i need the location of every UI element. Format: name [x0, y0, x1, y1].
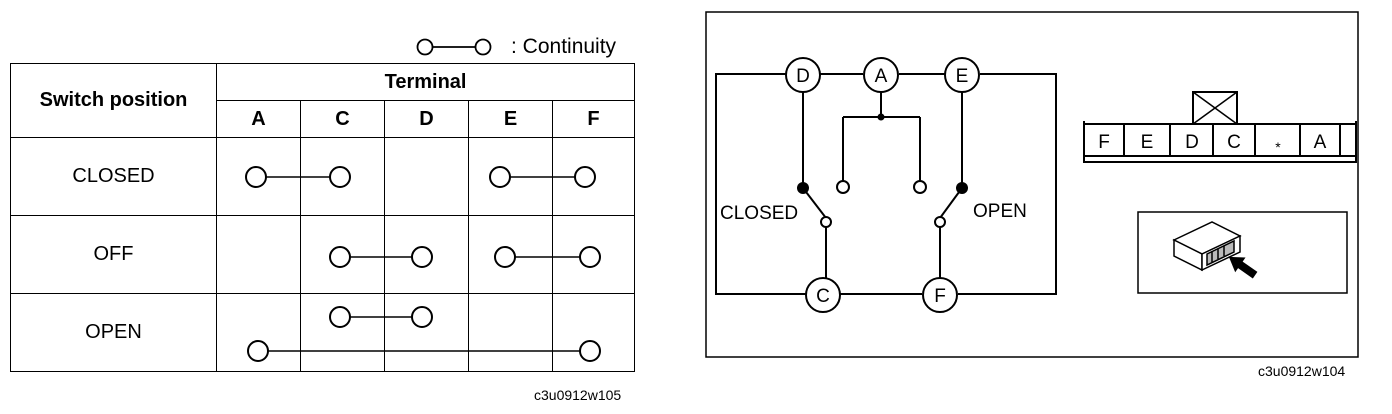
- row-label-closed: CLOSED: [10, 137, 217, 216]
- terminal-c-node: [329, 246, 351, 268]
- terminal-d-node: [411, 246, 433, 268]
- continuity-table: Switch position Terminal A C D E F CLOSE…: [10, 63, 636, 372]
- terminal-e-label: E: [956, 66, 969, 87]
- closed-contact-open: [836, 180, 850, 194]
- connector-view-inset: [1137, 211, 1348, 294]
- open-label: OPEN: [973, 201, 1027, 222]
- connector-face: F E D C * A: [1083, 91, 1357, 163]
- terminal-e-circle: [944, 57, 980, 93]
- row-off-connections: [329, 246, 601, 268]
- row-label-off: OFF: [10, 215, 217, 294]
- view-direction-arrow-icon: [1228, 256, 1258, 279]
- schematic-frame: [705, 11, 1359, 358]
- terminal-f-label: F: [934, 286, 946, 307]
- legend-label: : Continuity: [511, 35, 617, 58]
- terminal-f-node: [579, 246, 601, 268]
- terminal-d-circle: [785, 57, 821, 93]
- closed-label: CLOSED: [720, 203, 798, 224]
- connector-pin-f: F: [1098, 132, 1110, 153]
- open-switch-pivot: [934, 216, 946, 228]
- terminal-c-node: [329, 166, 351, 188]
- closed-switch-pivot: [820, 216, 832, 228]
- connector-pin-a: A: [1314, 132, 1327, 153]
- connector-pin-c: C: [1227, 132, 1241, 153]
- terminal-f-circle: [922, 277, 958, 313]
- row-closed-connections: [245, 166, 596, 188]
- switch-position-header: Switch position: [10, 63, 217, 138]
- column-header-c: C: [300, 100, 385, 138]
- open-contact-fixed: [956, 182, 968, 194]
- terminal-c-node: [329, 306, 351, 328]
- connector-pin-blank: *: [1275, 139, 1281, 155]
- terminal-header: Terminal: [215, 63, 636, 101]
- terminal-e-node: [494, 246, 516, 268]
- terminal-f-node: [579, 340, 601, 362]
- connector-pin-d: D: [1185, 132, 1199, 153]
- terminal-e-node: [489, 166, 511, 188]
- terminal-f-node: [574, 166, 596, 188]
- row-open-connections: [247, 306, 601, 362]
- right-figure-reference: c3u0912w104: [1258, 363, 1346, 379]
- schematic-wiring: [715, 73, 1057, 295]
- terminal-a-node: [245, 166, 267, 188]
- terminal-d-label: D: [796, 66, 810, 87]
- junction-dot: [877, 113, 885, 121]
- row-label-open: OPEN: [10, 293, 217, 372]
- continuity-legend: : Continuity: [415, 34, 630, 60]
- continuity-symbol-icon: [416, 38, 492, 56]
- terminal-c-label: C: [816, 286, 830, 307]
- terminal-a-node: [247, 340, 269, 362]
- terminal-a-label: A: [875, 66, 888, 87]
- closed-contact-fixed: [797, 182, 809, 194]
- column-header-a: A: [216, 100, 301, 138]
- open-contact-open: [913, 180, 927, 194]
- terminal-c-circle: [805, 277, 841, 313]
- connector-block-icon: [1172, 221, 1242, 272]
- terminal-d-node: [411, 306, 433, 328]
- connector-pin-e: E: [1141, 132, 1154, 153]
- column-header-f: F: [551, 100, 636, 138]
- terminal-a-circle: [863, 57, 899, 93]
- left-figure-reference: c3u0912w105: [534, 387, 622, 403]
